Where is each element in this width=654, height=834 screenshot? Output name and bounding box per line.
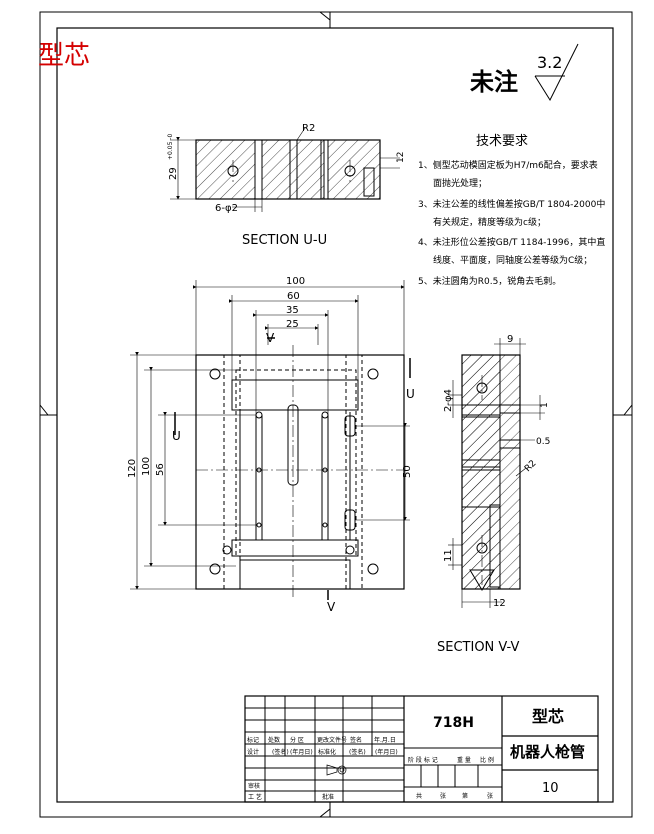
dim-100-width: 100 <box>286 276 305 287</box>
tb-role-6: (年月日) <box>375 748 398 756</box>
tech-item-3b: 有关规定，精度等级为c级； <box>433 216 546 228</box>
tech-heading: 技术要求 <box>476 134 528 149</box>
tb-rev-h2: 处数 <box>268 736 280 744</box>
tech-item-3: 3、未注公差的线性偏差按GB/T 1804-2000中 <box>418 198 605 210</box>
uu-dim-r: R2 <box>302 123 315 134</box>
section-vv-view: 9 2-φ4 1 0.5 R2 11 12 SECTION V-V <box>437 334 550 655</box>
tb-material: 718H <box>433 715 474 731</box>
tb-rev-h1: 标记 <box>247 736 259 744</box>
vv-dim-12: 12 <box>493 598 506 609</box>
tb-role-3: (年月日) <box>290 748 313 756</box>
dim-60: 60 <box>287 291 300 302</box>
vv-dim-05: 0.5 <box>536 437 550 447</box>
vv-dim-11: 11 <box>443 549 454 562</box>
tb-role-2: (签名) <box>272 748 289 756</box>
uu-dim-right: 12 <box>396 152 406 163</box>
uu-dim-tol: +0.05 -0 <box>167 134 174 160</box>
tb-role-5: (签名) <box>349 748 366 756</box>
tb-rev-h4: 更改文件号 <box>317 736 347 744</box>
tb-sheet-2: 张 <box>440 792 446 800</box>
dim-100-height: 100 <box>141 457 152 476</box>
tb-rev-h3: 分 区 <box>290 736 304 744</box>
cut-v-top: V <box>266 331 275 345</box>
dim-35: 35 <box>286 305 299 316</box>
projection-symbol-icon <box>326 764 347 776</box>
section-uu-view: 29 +0.05 -0 12 6-φ2 R2 SECTION U-U <box>167 123 406 248</box>
dim-120: 120 <box>127 459 138 478</box>
tech-item-4b: 线度、平面度，同轴度公差等级为C级； <box>433 254 592 266</box>
corner-title: 型芯 <box>38 41 90 71</box>
section-vv-label: SECTION V-V <box>437 640 519 655</box>
tech-requirements: 技术要求 1、侧型芯动模固定板为H7/m6配合，要求表 面抛光处理； 3、未注公… <box>418 134 605 287</box>
uu-dim-height: 29 <box>168 167 179 180</box>
vv-dim-9: 9 <box>507 334 513 345</box>
tb-scale-value: 10 <box>542 781 559 796</box>
tb-stage-h1: 阶 段 标 记 <box>408 756 438 764</box>
section-uu-label: SECTION U-U <box>242 233 327 248</box>
dim-50: 50 <box>402 465 413 478</box>
cut-u-right: U <box>406 387 415 401</box>
tb-role-4: 标准化 <box>318 748 336 756</box>
uu-dim-holes: 6-φ2 <box>215 203 238 214</box>
tb-rev-h5: 签名 <box>350 736 362 744</box>
title-block: 718H 型芯 机器人枪管 10 标记 处数 分 区 更改文件号 签名 年.月.… <box>244 695 599 803</box>
tb-rev-h6: 年.月.日 <box>374 736 396 744</box>
tech-item-1: 1、侧型芯动模固定板为H7/m6配合，要求表 <box>418 159 598 171</box>
tb-sheet-4: 张 <box>487 792 493 800</box>
cut-u-left: U <box>172 429 181 443</box>
surface-roughness-note: 未注 3.2 <box>470 43 579 102</box>
tb-stage-h2: 重 量 <box>457 756 471 764</box>
tech-item-4: 4、未注形位公差按GB/T 1184-1996，其中直 <box>418 236 605 248</box>
vv-dim-r2: R2 <box>523 459 539 475</box>
roughness-value: 3.2 <box>537 53 562 72</box>
tb-stage-h3: 比 例 <box>480 756 494 764</box>
main-plan-view: 100 60 35 25 120 100 56 50 U U V <box>127 276 415 614</box>
tb-review: 审核 <box>248 782 260 790</box>
tb-drawing-name: 机器人枪管 <box>510 743 585 761</box>
tech-item-1b: 面抛光处理； <box>433 177 487 189</box>
dim-56: 56 <box>155 463 166 476</box>
tb-sheet-3: 第 <box>462 792 468 800</box>
roughness-label: 未注 <box>470 68 518 96</box>
tech-item-5: 5、未注圆角为R0.5，锐角去毛刺。 <box>418 275 561 287</box>
tb-role-1: 设计 <box>247 748 259 756</box>
tb-approve: 批准 <box>322 793 334 801</box>
cut-v-bottom: V <box>327 600 336 614</box>
tb-sheet-1: 共 <box>416 792 422 800</box>
tb-process: 工 艺 <box>248 793 262 801</box>
dim-25: 25 <box>286 319 299 330</box>
vv-dim-2phi4: 2-φ4 <box>443 389 454 412</box>
vv-dim-1: 1 <box>540 402 550 408</box>
tb-part-name: 型芯 <box>532 707 564 726</box>
